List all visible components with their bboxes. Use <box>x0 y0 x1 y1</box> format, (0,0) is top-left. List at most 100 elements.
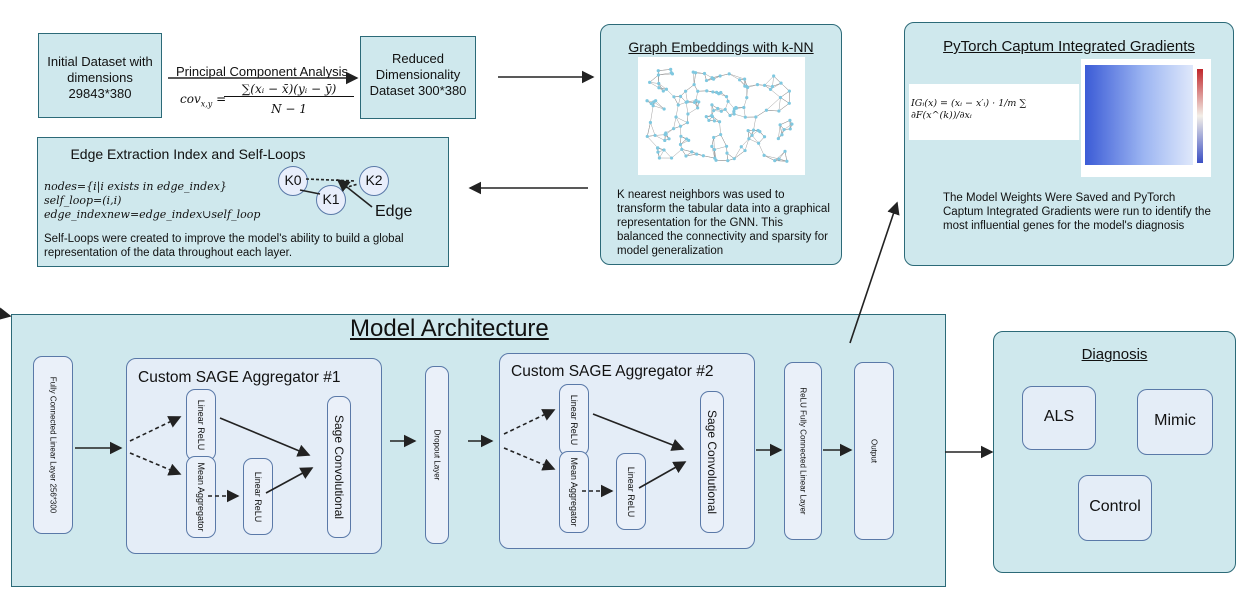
knn-node <box>697 100 701 104</box>
knn-node <box>717 92 721 96</box>
relu-fc-layer-label: ReLU Fully Connected Linear Layer <box>798 387 808 515</box>
knn-edge <box>780 97 790 104</box>
knn-node <box>684 137 689 141</box>
knn-edge <box>751 135 759 144</box>
agg2-linear-relu-a-label: Linear ReLU <box>569 394 579 446</box>
knn-node <box>777 109 781 113</box>
knn-node <box>657 156 662 160</box>
knn-node <box>685 100 690 104</box>
knn-edge <box>671 149 682 159</box>
knn-edge <box>666 89 675 97</box>
knn-node <box>704 115 708 119</box>
knn-node <box>734 105 738 110</box>
knn-node <box>724 95 729 99</box>
knn-node <box>743 84 747 88</box>
knn-node <box>671 127 676 131</box>
fc-linear-layer: Fully Connected Linear Layer 256*300 <box>33 356 73 534</box>
arrow-to-model <box>0 307 12 321</box>
knn-node <box>717 120 722 124</box>
edge-formula-line1: nodes={i|i exists in edge_index} <box>44 180 227 193</box>
knn-node <box>645 134 649 139</box>
knn-node <box>751 128 756 132</box>
knn-node <box>732 109 736 114</box>
knn-node <box>746 129 750 133</box>
knn-edge <box>653 101 665 110</box>
knn-node <box>747 137 751 141</box>
knn-edge <box>650 122 656 136</box>
agg2-mean-aggregator-label: Mean Aggregator <box>569 457 579 527</box>
knn-edge <box>649 82 660 88</box>
knn-edge <box>655 134 666 136</box>
captum-box: PyTorch Captum Integrated Gradients IGᵢ(… <box>904 22 1234 266</box>
knn-node <box>669 67 673 71</box>
knn-node <box>743 115 747 119</box>
knn-node <box>669 156 674 160</box>
knn-node <box>712 108 716 113</box>
model-architecture-title: Model Architecture <box>350 315 549 342</box>
knn-edge <box>713 137 715 150</box>
knn-edge <box>755 110 767 118</box>
knn-node <box>651 104 655 108</box>
knn-node <box>755 83 760 87</box>
knn-node <box>662 107 666 111</box>
knn-node <box>723 107 727 112</box>
knn-node <box>742 105 746 110</box>
knn-node <box>726 99 730 103</box>
knn-edge <box>758 143 765 156</box>
captum-heatmap <box>1081 59 1211 177</box>
knn-node <box>685 121 690 125</box>
knn-edge <box>780 83 790 92</box>
knn-node <box>719 132 723 137</box>
pca-formula: covx,y = ∑(xᵢ − x̄)(yᵢ − ȳ) N − 1 <box>180 82 355 122</box>
fc-linear-layer-label: Fully Connected Linear Layer 256*300 <box>48 376 58 514</box>
knn-edge <box>653 105 665 110</box>
knn-node <box>772 74 776 78</box>
agg2-linear-relu-b-label: Linear ReLU <box>626 466 636 517</box>
knn-edge <box>774 151 786 161</box>
diagnosis-mimic: Mimic <box>1137 389 1213 455</box>
knn-node <box>779 81 783 85</box>
knn-edge <box>720 134 727 147</box>
knn-node <box>696 89 700 93</box>
agg1-sage-conv: Sage Convolutional <box>327 396 351 538</box>
knn-node <box>712 147 717 152</box>
knn-edge <box>780 90 790 98</box>
knn-edge <box>681 149 692 153</box>
knn-node <box>655 146 660 150</box>
knn-node <box>707 118 711 122</box>
knn-edge <box>784 151 788 162</box>
knn-node <box>778 123 782 127</box>
agg2-linear-relu-b: Linear ReLU <box>616 453 646 530</box>
knn-node <box>712 119 717 123</box>
pca-label: Principal Component Analysis <box>176 64 348 79</box>
knn-node <box>656 69 660 73</box>
knn-node <box>686 112 690 116</box>
knn-edge <box>658 73 673 76</box>
knn-node <box>716 106 720 111</box>
knn-node <box>645 99 649 103</box>
knn-edge <box>778 97 781 112</box>
knn-edge <box>778 103 790 112</box>
knn-node <box>680 147 684 151</box>
knn-node <box>678 94 683 98</box>
knn-edge <box>649 74 659 83</box>
knn-edge <box>766 110 779 112</box>
knn-edge <box>711 146 715 159</box>
diagnosis-control-label: Control <box>1089 498 1141 515</box>
relu-fc-layer: ReLU Fully Connected Linear Layer <box>784 362 822 540</box>
knn-node <box>667 137 671 141</box>
knn-edge <box>734 146 742 159</box>
knn-node <box>702 71 707 76</box>
knn-edge <box>675 116 681 127</box>
knn-edge <box>773 75 782 84</box>
knn-edge <box>770 89 781 98</box>
knn-edge <box>748 138 759 144</box>
reduced-dataset-box: Reduced Dimensionality Dataset 300*380 <box>360 36 476 119</box>
knn-node <box>790 122 794 126</box>
knn-node <box>732 112 736 116</box>
knn-edge <box>764 155 775 161</box>
knn-edge <box>658 72 672 76</box>
knn-node <box>657 81 661 86</box>
knn-node <box>770 84 775 89</box>
node-k2: K2 <box>359 166 389 196</box>
